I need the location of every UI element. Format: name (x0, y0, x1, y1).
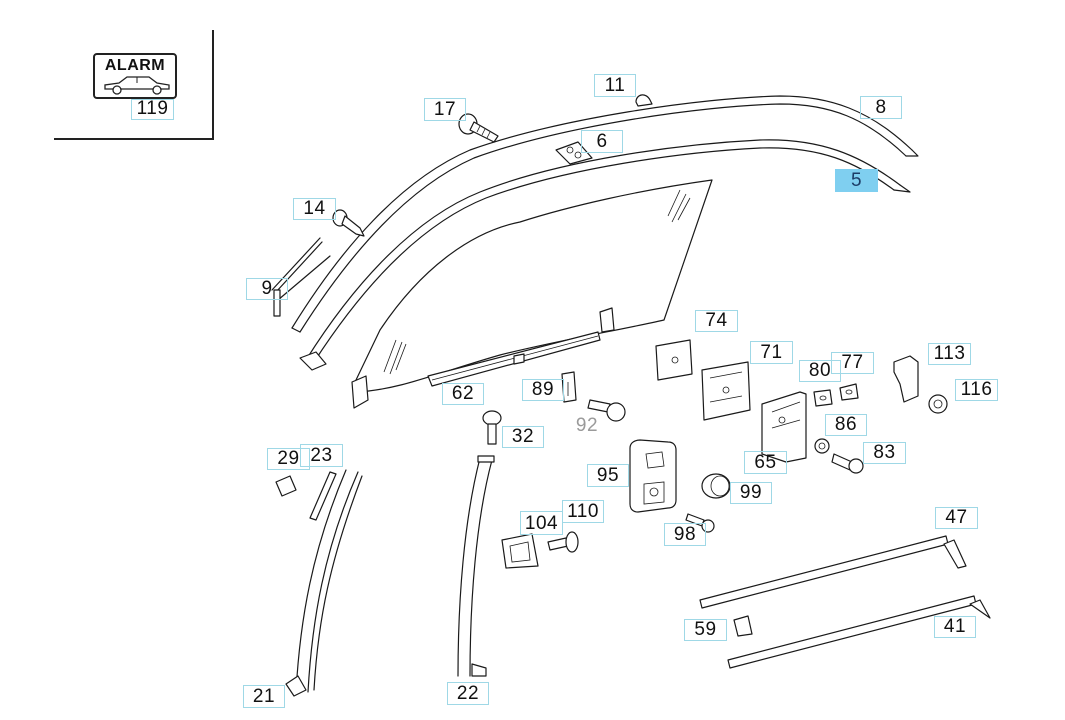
part-label-83[interactable]: 83 (863, 442, 906, 464)
part-label-119[interactable]: 119 (131, 99, 174, 120)
part-label-9[interactable]: 9 (246, 278, 288, 300)
part-22-frame-post[interactable] (458, 456, 494, 676)
part-29-clip[interactable] (276, 476, 296, 496)
part-11-cap[interactable] (636, 95, 652, 106)
part-95-housing[interactable] (630, 440, 676, 512)
part-32-bolt[interactable] (483, 411, 501, 444)
part-label-22[interactable]: 22 (447, 682, 489, 705)
part-17-bolt[interactable] (459, 114, 498, 142)
part-71-plate[interactable] (702, 362, 750, 420)
part-label-6[interactable]: 6 (581, 130, 623, 153)
part-104-bracket[interactable] (502, 534, 538, 568)
part-label-74[interactable]: 74 (695, 310, 738, 332)
part-label-65[interactable]: 65 (744, 451, 787, 474)
part-21-frame-post[interactable] (286, 470, 362, 696)
part-label-116[interactable]: 116 (955, 379, 998, 401)
part-113-bracket[interactable] (894, 356, 918, 402)
part-label-99[interactable]: 99 (730, 482, 772, 504)
alarm-badge[interactable]: ALARM (93, 53, 177, 99)
part-9-trim-strip[interactable] (272, 238, 330, 316)
part-label-41[interactable]: 41 (934, 616, 976, 638)
part-74-plate[interactable] (656, 340, 692, 380)
part-label-104[interactable]: 104 (520, 511, 563, 535)
part-80-clip-nut[interactable] (814, 390, 832, 406)
part-label-14[interactable]: 14 (293, 198, 336, 220)
part-47-rail[interactable] (700, 536, 966, 608)
part-label-59[interactable]: 59 (684, 619, 727, 641)
part-6-clip[interactable] (556, 142, 592, 164)
part-label-47[interactable]: 47 (935, 507, 978, 529)
part-8-roof-seal[interactable] (292, 96, 918, 332)
car-icon (104, 76, 170, 95)
part-label-17[interactable]: 17 (424, 98, 466, 121)
part-label-98[interactable]: 98 (664, 523, 706, 546)
part-label-21[interactable]: 21 (243, 685, 285, 708)
part-62-window-rail[interactable] (428, 332, 600, 386)
part-23-seal[interactable] (310, 472, 336, 520)
part-label-71[interactable]: 71 (750, 341, 793, 364)
part-41-rail[interactable] (728, 596, 990, 668)
part-110-bolt[interactable] (548, 532, 578, 552)
part-77-clip-nut[interactable] (840, 384, 858, 400)
part-65-bracket[interactable] (762, 392, 806, 462)
part-label-80[interactable]: 80 (799, 360, 841, 382)
part-label-77[interactable]: 77 (831, 352, 874, 374)
part-99-grommet[interactable] (702, 474, 730, 498)
part-label-92-unavailable: 92 (575, 415, 599, 436)
part-14-screw[interactable] (333, 210, 364, 236)
part-92-bolt[interactable] (588, 400, 625, 421)
part-label-86[interactable]: 86 (825, 414, 867, 436)
part-59-clip[interactable] (734, 616, 752, 636)
part-label-113[interactable]: 113 (928, 343, 971, 365)
part-83-bolt[interactable] (832, 454, 863, 473)
part-label-11[interactable]: 11 (594, 74, 636, 97)
part-label-95[interactable]: 95 (587, 464, 629, 487)
alarm-badge-text: ALARM (104, 57, 166, 74)
part-89-clip[interactable] (562, 372, 576, 402)
part-5-window-channel[interactable] (300, 140, 910, 370)
alarm-inset-frame (54, 30, 214, 140)
part-label-5-selected[interactable]: 5 (835, 169, 878, 192)
part-label-110[interactable]: 110 (562, 500, 604, 523)
part-label-62[interactable]: 62 (442, 383, 484, 405)
part-86-washer[interactable] (815, 439, 829, 453)
part-label-89[interactable]: 89 (522, 379, 564, 401)
part-label-32[interactable]: 32 (502, 426, 544, 448)
part-label-23[interactable]: 23 (300, 444, 343, 467)
part-label-8[interactable]: 8 (860, 96, 902, 119)
part-116-nut[interactable] (929, 395, 947, 413)
part-label-29[interactable]: 29 (267, 448, 310, 470)
